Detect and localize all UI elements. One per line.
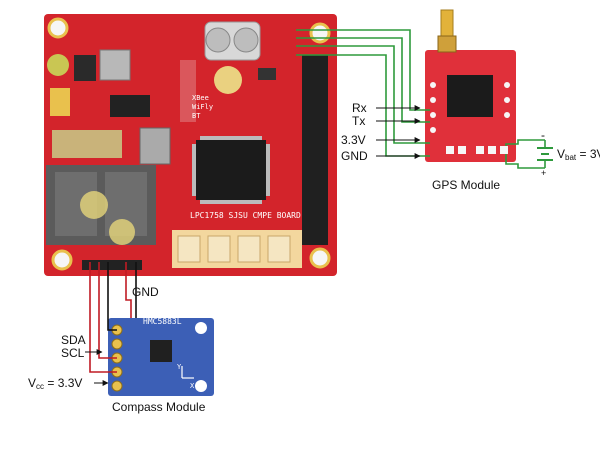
gps-module-caption: GPS Module xyxy=(432,178,501,192)
pin-header-right xyxy=(302,55,328,245)
compass-axis-x: X xyxy=(190,382,195,390)
gps-module xyxy=(425,9,516,162)
board-title: LPC1758 SJSU CMPE BOARD xyxy=(190,211,301,220)
gps-gnd-label: GND xyxy=(341,149,368,163)
compass-sda-label: SDA xyxy=(61,333,86,347)
compass-module-caption: Compass Module xyxy=(112,400,206,414)
label-arrows xyxy=(85,105,421,386)
coin-cell-holder xyxy=(204,21,261,94)
button-switches xyxy=(172,230,302,268)
seven-segment-display xyxy=(46,165,156,245)
gps-tx-label: Tx xyxy=(352,114,366,128)
compass-wires xyxy=(89,262,137,373)
compass-axis-y: Y xyxy=(177,363,182,371)
svg-text:XBee WiFly BT: XBee WiFly BT xyxy=(192,94,217,120)
battery-plus-sign: + xyxy=(541,168,547,178)
battery-symbol xyxy=(537,147,553,161)
compass-axis-marker xyxy=(181,366,194,379)
battery-minus-sign: - xyxy=(541,128,545,142)
xbee-socket: XBee WiFly BT xyxy=(180,60,217,122)
compass-gnd-label: GND xyxy=(132,285,159,299)
main-board: XBee WiFly BT LPC1758 SJSU CMPE BOARD xyxy=(44,14,337,276)
compass-module: HMC5883L Y X xyxy=(108,317,214,396)
gps-33v-label: 3.3V xyxy=(341,133,366,147)
battery-voltage-label: Vbat = 3V xyxy=(557,147,600,162)
gps-rx-label: Rx xyxy=(352,101,367,115)
compass-chip-label: HMC5883L xyxy=(143,317,182,326)
compass-vcc-label: Vcc = 3.3V xyxy=(28,376,83,391)
compass-scl-label: SCL xyxy=(61,346,85,360)
mcu-chip xyxy=(192,136,270,204)
